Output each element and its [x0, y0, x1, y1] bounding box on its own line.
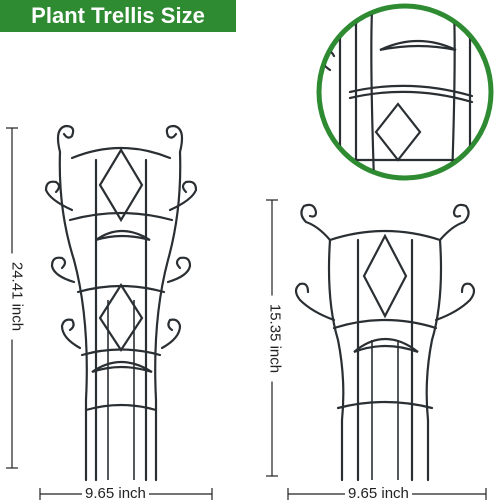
- short-height-label: 15.35 inch: [266, 295, 284, 382]
- title-banner: Plant Trellis Size: [0, 0, 236, 32]
- zoom-inset: [316, 3, 494, 181]
- page-title: Plant Trellis Size: [31, 3, 205, 28]
- tall-width-label: 9.65 inch: [82, 485, 149, 502]
- tall-trellis: [44, 124, 198, 482]
- short-width-label: 9.65 inch: [345, 485, 412, 502]
- tall-height-label: 24.41 inch: [8, 253, 26, 340]
- dimension-lines: [6, 127, 487, 500]
- short-trellis: [294, 203, 476, 482]
